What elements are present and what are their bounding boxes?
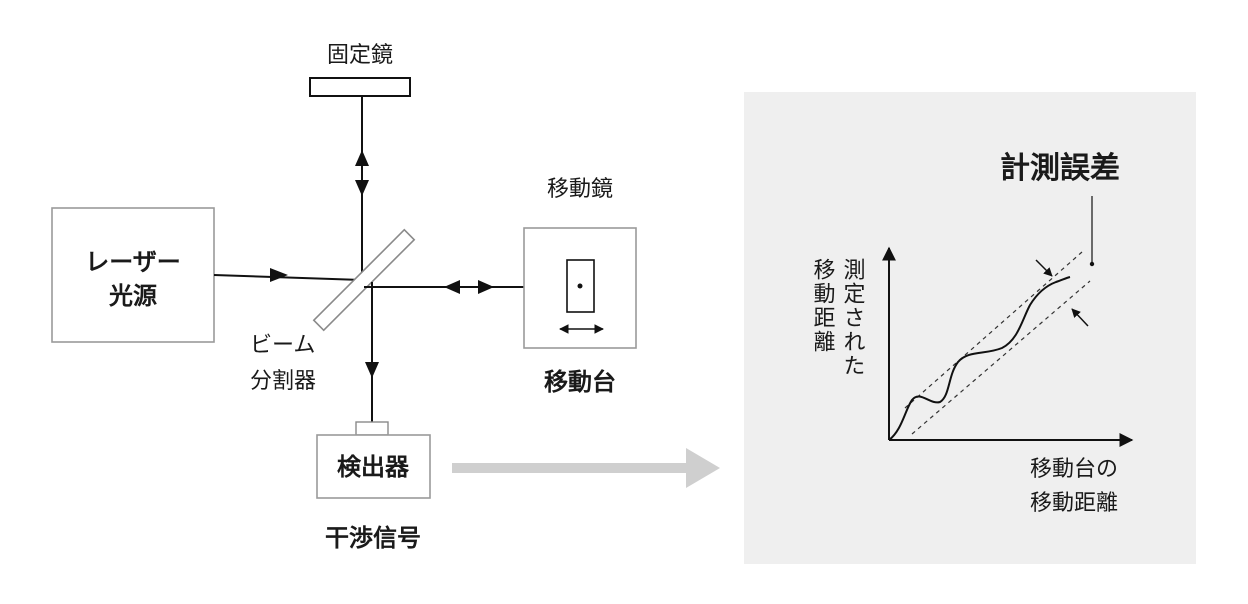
beam-arrow-detector bbox=[365, 362, 379, 378]
measurement-error-title: 計測誤差 bbox=[1000, 151, 1120, 186]
flow-arrow-head bbox=[686, 448, 720, 488]
detector-box bbox=[316, 434, 431, 499]
moving-mirror-label: 移動鏡 bbox=[547, 177, 613, 202]
beam-arrow-down bbox=[355, 180, 369, 196]
detector-label: 検出器 bbox=[337, 453, 410, 481]
fixed-mirror-label: 固定鏡 bbox=[327, 43, 393, 68]
laser-source-box bbox=[51, 207, 215, 343]
error-arrow-lower bbox=[1071, 308, 1089, 327]
beam-arrow-up bbox=[355, 150, 369, 166]
moving-mirror-dot bbox=[577, 283, 583, 289]
title-leader-dot bbox=[1089, 261, 1095, 267]
laser-source-label-line2: 光源 bbox=[108, 282, 157, 310]
lower-tolerance-line bbox=[911, 280, 1091, 435]
measured-curve bbox=[888, 276, 1071, 441]
detector-window bbox=[355, 421, 389, 436]
x-axis-label-line2: 移動距離 bbox=[1030, 491, 1118, 516]
beam-arrow-left bbox=[444, 280, 460, 294]
laser-source-label-line1: レーザー bbox=[85, 248, 181, 276]
y-axis-label: 測定された 移動距離 bbox=[810, 258, 866, 378]
fixed-mirror bbox=[309, 77, 411, 97]
beam-splitter-label-line1: ビーム bbox=[250, 333, 315, 358]
beam-arrow-right bbox=[478, 280, 494, 294]
y-axis-label-col1: 測定された bbox=[840, 258, 866, 378]
moving-stage-label: 移動台 bbox=[544, 368, 616, 396]
x-axis-label-line1: 移動台の bbox=[1030, 457, 1118, 482]
laser-beam bbox=[213, 274, 363, 281]
beam-splitter-label-line2: 分割器 bbox=[250, 369, 316, 394]
interference-signal-label: 干渉信号 bbox=[325, 524, 421, 552]
error-arrow-upper bbox=[1035, 259, 1053, 277]
laser-beam-arrow bbox=[270, 268, 288, 282]
beam-splitter bbox=[312, 228, 416, 332]
error-panel bbox=[744, 92, 1196, 564]
y-axis-label-col2: 移動距離 bbox=[810, 258, 836, 354]
